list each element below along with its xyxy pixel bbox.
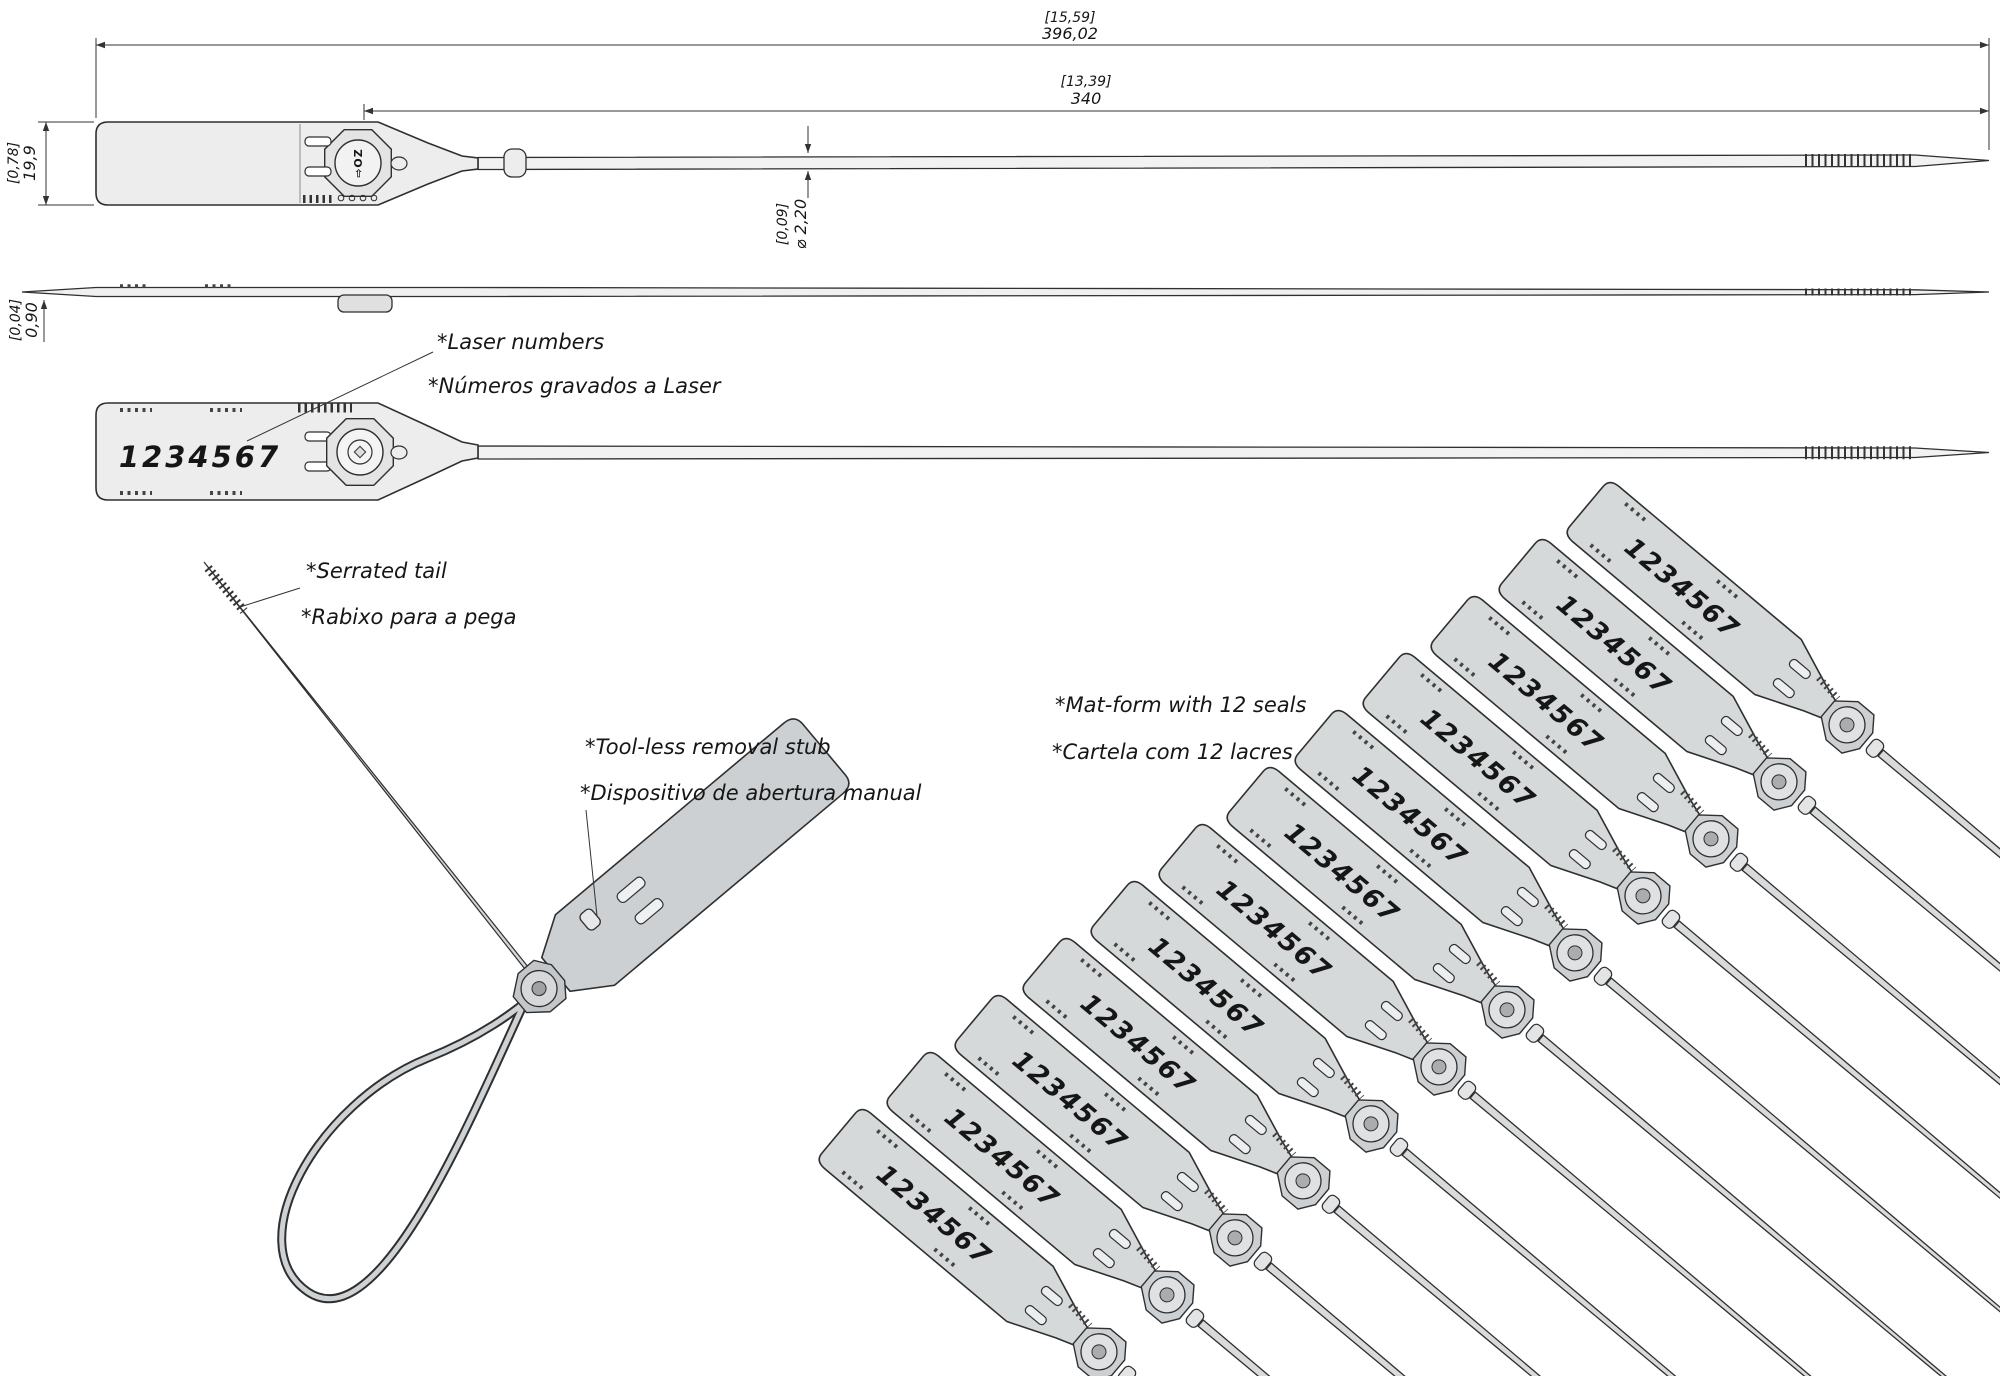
callout-mat-pt: *Cartela com 12 lacres <box>1052 740 1293 764</box>
view-laser: 1234567 <box>95 402 1990 501</box>
dim-thick-in: [0,04] <box>8 299 24 341</box>
callout-mat-en: *Mat-form with 12 seals <box>1055 693 1306 717</box>
laser-number: 1234567 <box>119 440 281 474</box>
callout-mat: *Mat-form with 12 seals *Cartela com 12 … <box>1052 693 1306 764</box>
dim-overall-in: [15,59] <box>1044 10 1095 26</box>
dim-diameter: [0,09] ⌀ 2,20 <box>775 126 812 249</box>
laser-tail <box>477 445 1990 460</box>
iso-tail-serrations <box>204 565 248 614</box>
view-top: ⇨OZ <box>95 121 1990 206</box>
top-tail <box>477 154 1990 171</box>
callout-serrated-en: *Serrated tail <box>306 559 447 583</box>
callout-laser: *Laser numbers *Números gravados a Laser <box>246 330 722 442</box>
side-knob <box>337 294 393 313</box>
dim-tail-mm: 340 <box>1071 89 1102 108</box>
dim-overall-mm: 396,02 <box>1042 24 1098 43</box>
dim-height-in: [0,78] <box>6 142 22 184</box>
dim-dia-in: [0,09] <box>775 203 791 245</box>
dim-height: [0,78] 19,9 <box>6 121 94 206</box>
top-head <box>95 121 479 206</box>
dim-tail: [13,39] 340 <box>363 74 1989 120</box>
dim-overall: [15,59] 396,02 <box>95 10 1990 150</box>
lock-mark: ⇨OZ <box>352 148 365 178</box>
view-isometric <box>203 561 850 1304</box>
dim-thick-mm: 0,90 <box>22 302 41 338</box>
side-profile <box>21 286 1990 298</box>
iso-plate <box>540 718 850 993</box>
dim-dia-mm: ⌀ 2,20 <box>791 199 810 249</box>
dim-height-mm: 19,9 <box>20 145 39 181</box>
callout-serrated-pt: *Rabixo para a pega <box>301 605 516 629</box>
callout-laser-en: *Laser numbers <box>437 330 604 354</box>
mat-form <box>815 479 2000 1376</box>
top-removal-stub <box>503 148 527 178</box>
dim-tail-in: [13,39] <box>1060 74 1111 90</box>
dim-thickness: [0,04] 0,90 <box>8 299 48 342</box>
callout-stub: *Tool-less removal stub *Dispositivo de … <box>580 735 922 917</box>
callout-stub-en: *Tool-less removal stub <box>585 735 831 759</box>
callout-stub-pt: *Dispositivo de abertura manual <box>580 781 922 805</box>
callout-serrated: *Serrated tail *Rabixo para a pega <box>239 559 516 629</box>
mat-seal <box>1563 479 2000 1214</box>
iso-removal-stub <box>579 908 601 931</box>
view-side <box>21 284 1990 313</box>
callout-laser-pt: *Números gravados a Laser <box>428 374 722 398</box>
